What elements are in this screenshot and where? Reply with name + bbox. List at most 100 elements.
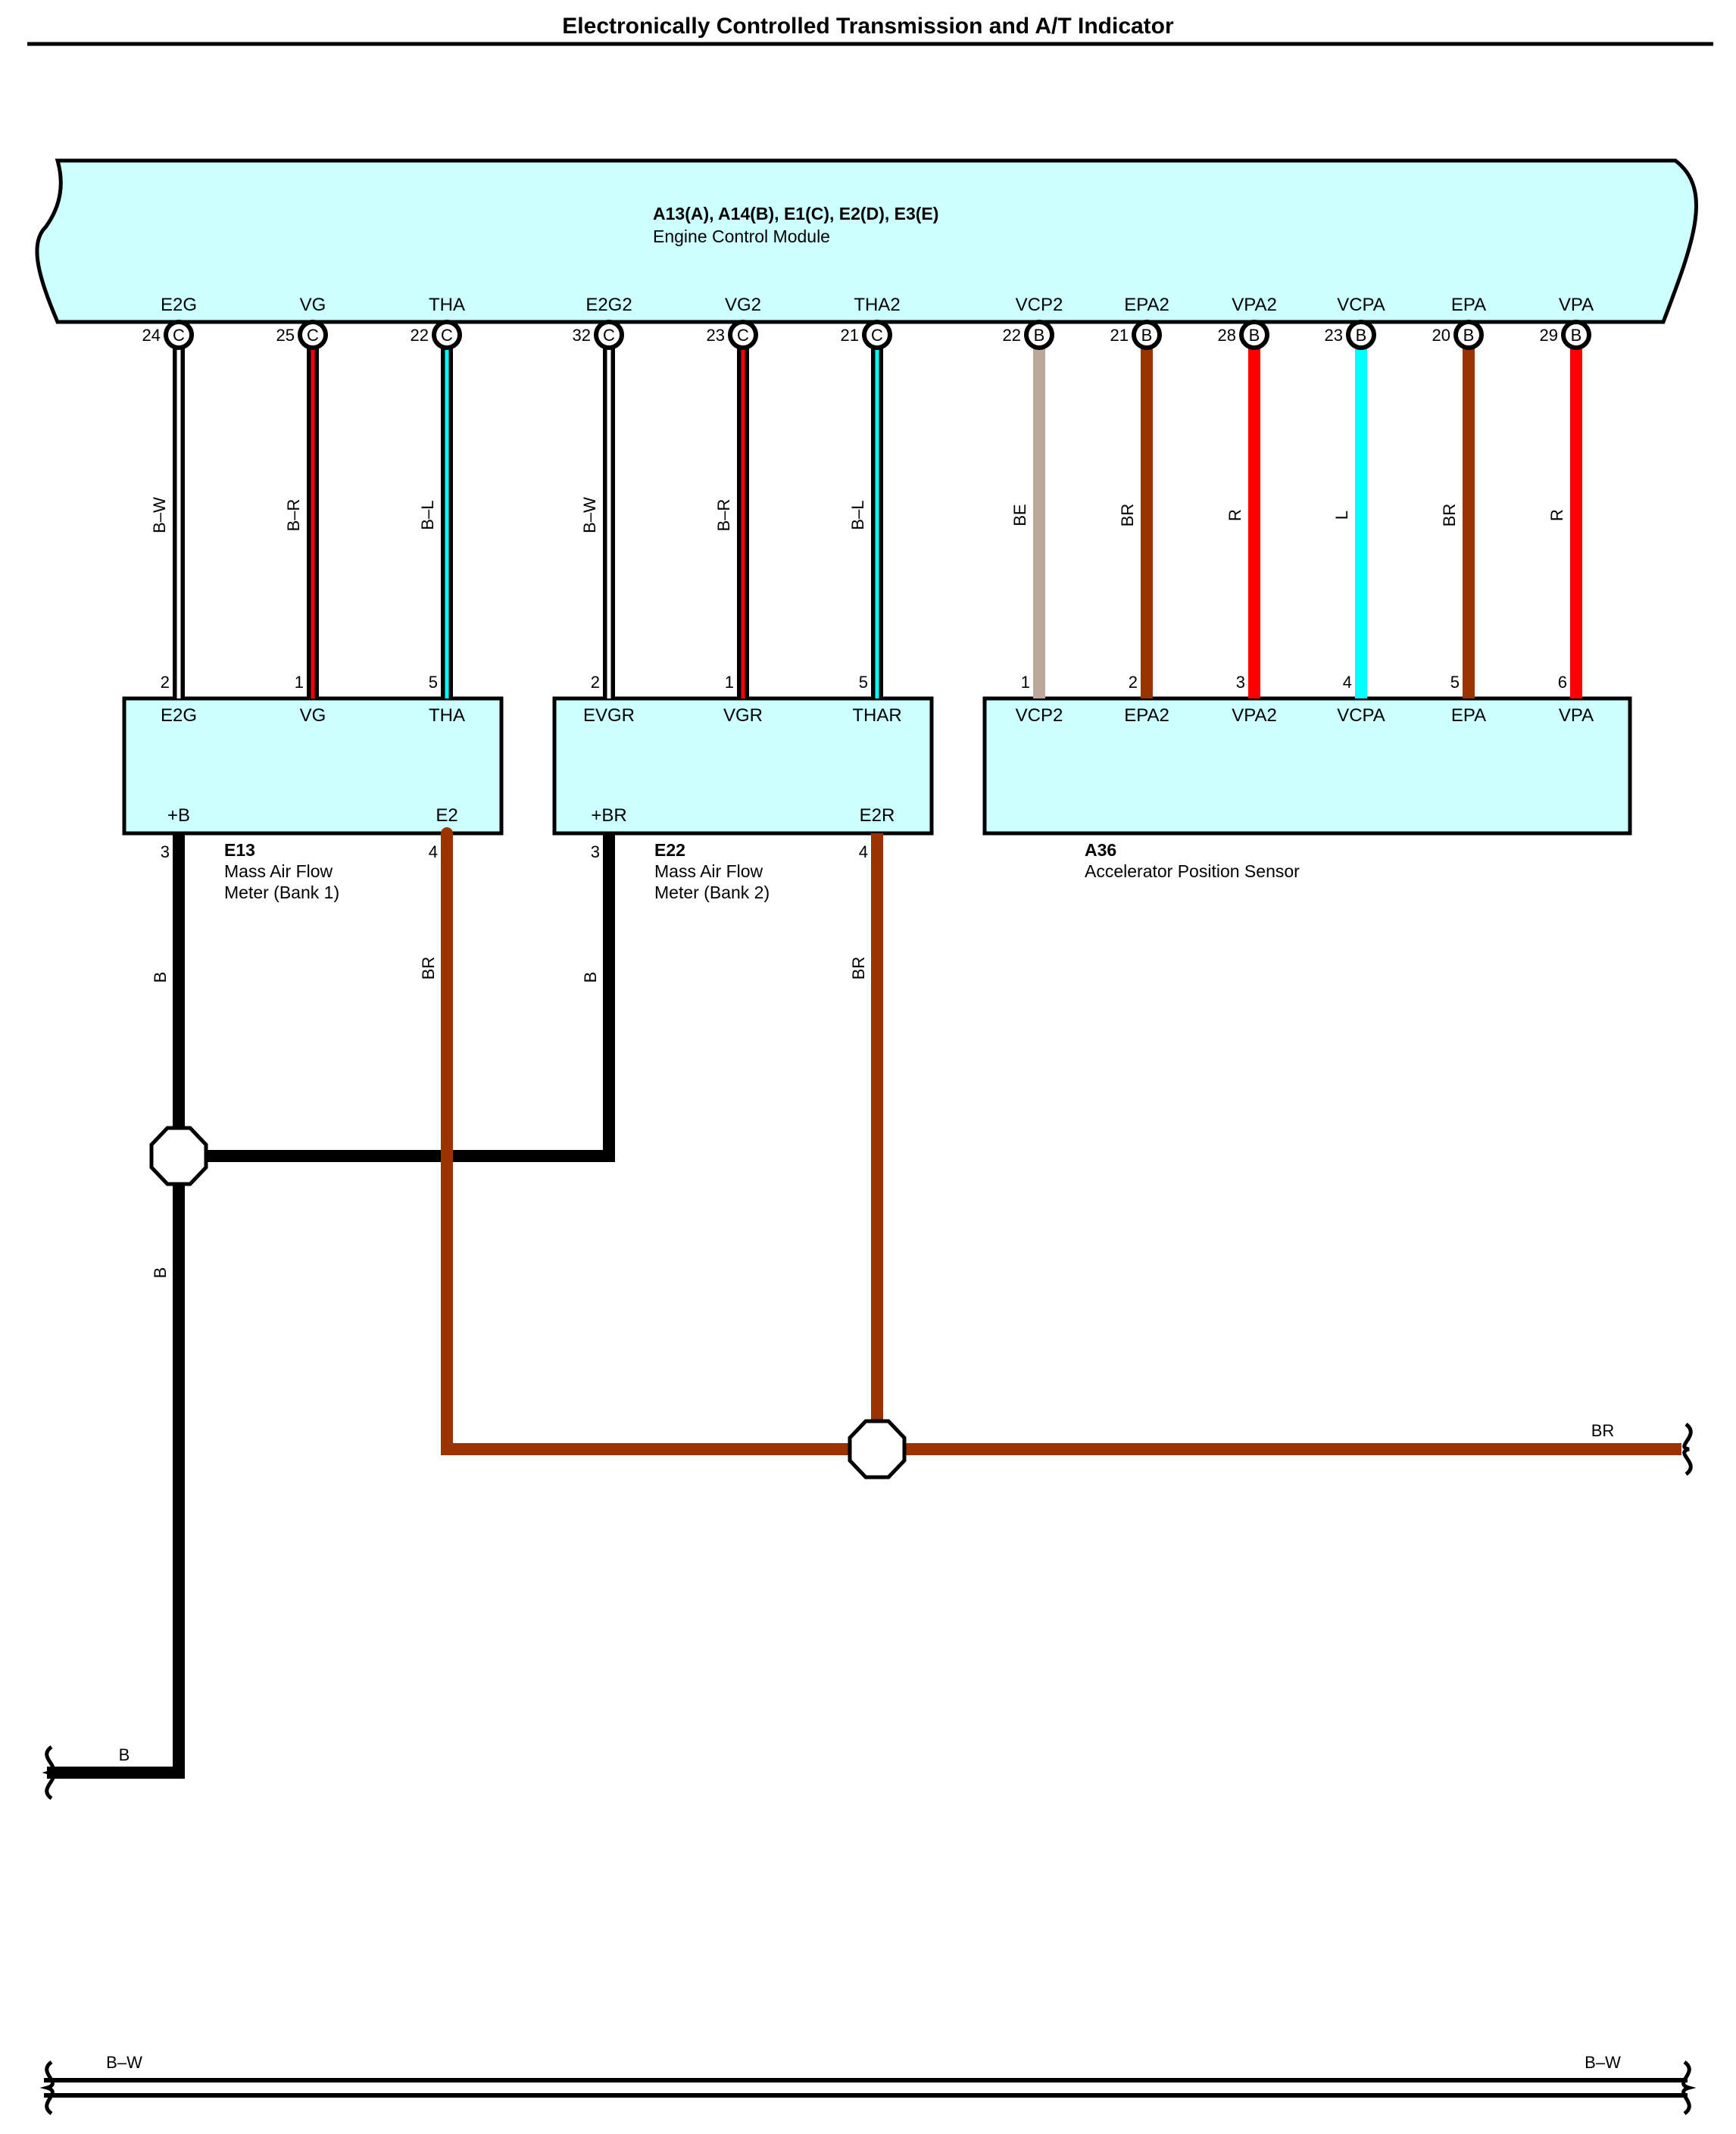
a36-pin-number: 2	[1129, 673, 1138, 692]
wire-label-bw: B–W	[106, 2053, 142, 2072]
e22-mass-air-flow-meter	[552, 696, 934, 836]
ecm-pin-number: 23	[707, 326, 725, 345]
ecm-terminal-name: VCPA	[1337, 295, 1385, 315]
a36-pin-name: VPA	[1559, 705, 1594, 726]
ecm-pin-number: 21	[1110, 326, 1129, 345]
ecm-wire-label: B–L	[848, 500, 867, 530]
e13-pin-number: 5	[429, 673, 438, 692]
ecm-box	[35, 158, 1698, 324]
e22-pin-number: 3	[591, 842, 600, 861]
ecm-pin-number: 32	[573, 326, 591, 345]
ecm-wire-label: B–L	[418, 500, 437, 530]
wire-br-e22	[871, 833, 1681, 1455]
ecm-connector-letter: B	[1356, 326, 1367, 345]
a36-pin-number: 6	[1558, 673, 1567, 692]
ecm-connector-letter: B	[1571, 326, 1582, 345]
e13-pin-number: 3	[161, 842, 170, 861]
a36-pin-name: VPA2	[1232, 705, 1277, 726]
ecm-pin-number: 25	[276, 326, 295, 345]
a36-pin-number: 4	[1343, 673, 1352, 692]
e22-pin-number: 1	[725, 673, 734, 692]
a36-id-label: A36	[1085, 840, 1116, 860]
e22-id-label: E22	[654, 840, 685, 860]
e13-pin-name: E2	[436, 805, 457, 826]
ecm-terminal-name: VPA	[1559, 295, 1594, 315]
ecm-terminal-name: VCP2	[1016, 295, 1063, 315]
e13-pin-number: 4	[429, 842, 438, 861]
e22-pin-name: THAR	[852, 705, 901, 726]
a36-pin-name: EPA2	[1124, 705, 1169, 726]
ecm-wire-label: BE	[1010, 504, 1029, 526]
ecm-terminal-name: EPA2	[1124, 295, 1169, 315]
wire-label-br: BR	[849, 957, 868, 980]
wire-label-br: BR	[419, 957, 438, 980]
ecm-connector-letter: B	[1034, 326, 1045, 345]
wire-label-b: B	[151, 972, 170, 983]
ecm-connector-letter: B	[1249, 326, 1260, 345]
wire-label-b: B	[119, 1745, 130, 1764]
e13-name-line2: Meter (Bank 1)	[224, 883, 339, 902]
e22-pin-name: +BR	[591, 805, 626, 826]
ecm-terminal-name: EPA	[1451, 295, 1486, 315]
ecm-connector-letter: C	[871, 326, 883, 345]
ecm-wire-label: B–W	[580, 497, 599, 533]
ecm-terminal-circle	[432, 320, 462, 350]
splice-b	[149, 1126, 208, 1186]
e22-pin-name: EVGR	[583, 705, 635, 726]
ecm-terminal-name: THA2	[854, 295, 900, 315]
a36-accelerator-position-sensor	[982, 696, 1632, 836]
break-mark-b-left	[42, 1745, 55, 1801]
ecm-terminal-name: VPA2	[1232, 295, 1277, 315]
ecm-pin-number: 21	[841, 326, 859, 345]
page-title: Electronically Controlled Transmission a…	[562, 14, 1174, 39]
ecm-wire-label: BR	[1440, 504, 1459, 527]
ecm-terminal-circle	[1132, 320, 1162, 350]
e13-pin-name: VG	[300, 705, 326, 726]
ecm-terminal-name: THA	[429, 295, 465, 315]
wire-b-e22	[179, 833, 615, 1162]
ecm-pin-number: 28	[1218, 326, 1236, 345]
ecm-connector-letter: B	[1463, 326, 1475, 345]
ecm-terminals: E2GC24VGC25THAC22E2G2C32VG2C23THA2C21VCP…	[142, 295, 1594, 350]
wire-label-br: BR	[1591, 1421, 1615, 1440]
e13-pin-number: 2	[161, 673, 170, 692]
ecm-connector-letter: C	[441, 326, 453, 345]
a36-pin-number: 3	[1236, 673, 1245, 692]
ecm-name-label: Engine Control Module	[653, 227, 830, 246]
e13-pin-name: THA	[429, 705, 465, 726]
ecm-terminal-name: E2G	[161, 295, 197, 315]
ecm-wire-label: BR	[1118, 504, 1137, 527]
ecm-terminal-circle	[728, 320, 758, 350]
e22-name-line1: Mass Air Flow	[654, 861, 763, 881]
ecm-terminal-circle	[298, 320, 328, 350]
wire-label-bw: B–W	[1585, 2053, 1621, 2072]
ecm-terminal-circle	[1239, 320, 1269, 350]
wire-label-b: B	[581, 972, 600, 983]
a36-pin-number: 5	[1450, 673, 1460, 692]
ecm-connector-letter: C	[173, 326, 185, 345]
ecm-connector-letter: C	[603, 326, 615, 345]
ecm-terminal-circle	[862, 320, 892, 350]
e22-name-line2: Meter (Bank 2)	[654, 883, 770, 902]
break-mark-bw-left	[39, 2060, 55, 2116]
a36-pin-name: EPA	[1451, 705, 1486, 726]
ecm-pin-number: 22	[1003, 326, 1021, 345]
wire-br-e13	[441, 827, 883, 1455]
e13-name-line1: Mass Air Flow	[224, 861, 333, 881]
e22-pin-name: E2R	[860, 805, 895, 826]
ecm-wire-label: R	[1547, 509, 1566, 521]
splice-br	[848, 1419, 907, 1479]
wire-label-b: B	[151, 1267, 170, 1279]
e22-pin-number: 2	[591, 673, 600, 692]
ecm-pin-number: 24	[142, 326, 161, 345]
ecm-connectors-label: A13(A), A14(B), E1(C), E2(D), E3(E)	[653, 204, 938, 223]
e13-pin-name: E2G	[161, 705, 197, 726]
a36-pin-number: 1	[1021, 673, 1030, 692]
ecm-connector-letter: B	[1141, 326, 1153, 345]
ecm-wire-label: B–R	[284, 499, 303, 532]
ecm-pin-number: 29	[1540, 326, 1558, 345]
a36-pin-name: VCP2	[1016, 705, 1063, 726]
a36-name-label: Accelerator Position Sensor	[1085, 861, 1300, 881]
